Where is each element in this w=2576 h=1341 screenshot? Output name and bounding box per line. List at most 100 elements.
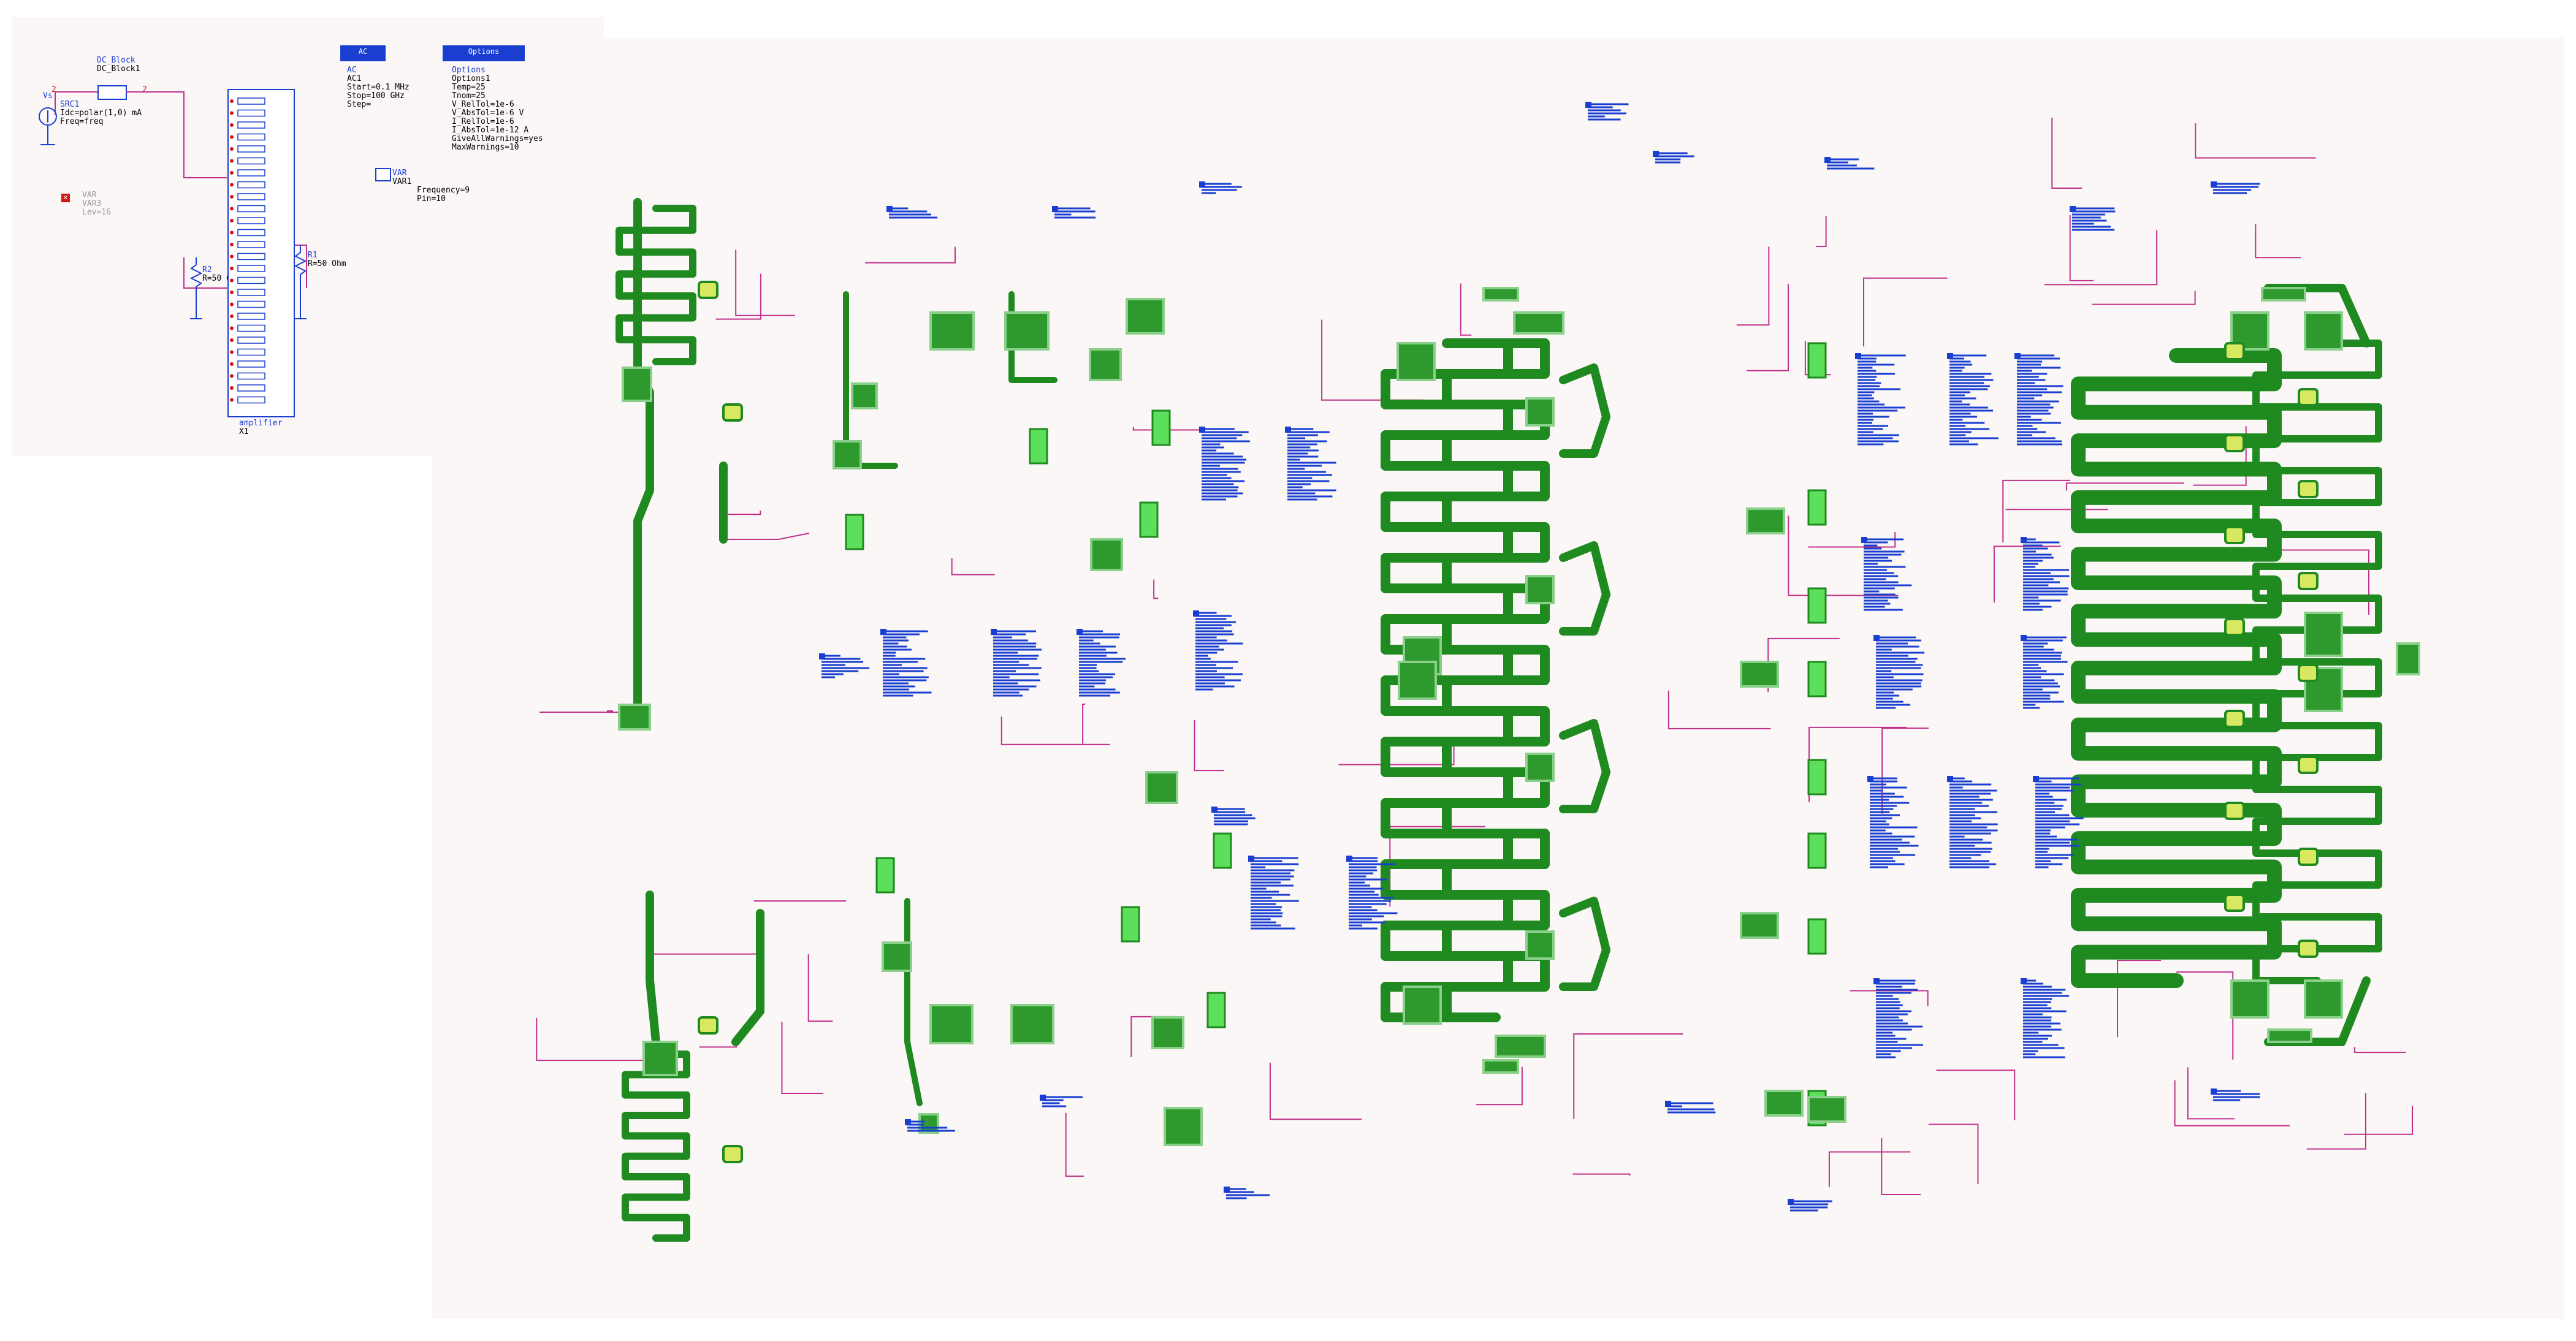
options-line-4: I_RelTol=1e-6 (452, 117, 514, 126)
microstrip-line (731, 909, 764, 1046)
subckt-inst: X1 (239, 427, 249, 436)
r1-value: R=50 Ohm (308, 259, 346, 268)
amplifier-cell (1807, 489, 1827, 526)
capacitor-block (1090, 538, 1123, 571)
wire (1881, 1138, 1921, 1196)
subckt-pin-dot (230, 326, 234, 330)
ac-step: Step= (347, 100, 372, 109)
capacitor-block (1397, 342, 1436, 381)
wire (2354, 1046, 2406, 1054)
microstrip-line (1559, 719, 1610, 813)
wire (1573, 1033, 1683, 1119)
src-freq: Freq=freq (60, 117, 104, 126)
wire (1736, 246, 1770, 326)
subckt-name: amplifier (239, 419, 283, 428)
capacitor-block (622, 367, 652, 402)
r2-symbol (189, 257, 203, 319)
subckt-pin-dot (230, 267, 234, 270)
capacitor-block (2261, 287, 2306, 302)
subckt-pin (237, 289, 265, 296)
wire (1828, 1151, 1911, 1187)
wire (699, 1045, 737, 1048)
var1-name: VAR1 (392, 177, 412, 186)
wire (1862, 277, 1948, 347)
wire (1132, 427, 1203, 431)
ac-title-icon-label: AC (358, 47, 368, 56)
pad-small (2298, 388, 2319, 406)
label-anchor (1867, 776, 1873, 782)
pad-small (2224, 342, 2245, 360)
capacitor-block (1495, 1035, 1546, 1058)
subckt-pin-dot (230, 111, 234, 115)
label-anchor (991, 629, 997, 635)
capacitor-block (2304, 311, 2343, 351)
subckt-pin-dot (230, 147, 234, 151)
capacitor-block (882, 941, 912, 972)
label-anchor (1585, 102, 1591, 108)
options-controller-icon[interactable]: Options (443, 45, 525, 61)
label-anchor (886, 206, 893, 212)
capacitor-block (1482, 287, 1519, 302)
wire (2253, 549, 2370, 615)
capacitor-block (1482, 1059, 1519, 1074)
wire (1476, 1066, 1523, 1106)
microstrip-meander (615, 205, 696, 365)
microstrip-line (1559, 363, 1610, 458)
options-line-3: V_AbsTol=1e-6 V (452, 108, 524, 118)
subckt-pin (237, 324, 265, 332)
subckt-pin (237, 229, 265, 237)
microstrip-meander (1442, 338, 1550, 1022)
src1-symbol (39, 107, 57, 145)
subckt-pin-dot (230, 183, 234, 187)
var1-icon[interactable] (375, 168, 391, 181)
subckt-pin (237, 121, 265, 129)
wire (1788, 515, 1899, 596)
subckt-pin (237, 348, 265, 356)
amplifier-cell (1029, 428, 1048, 465)
amplifier-cell (845, 514, 864, 550)
microstrip-line (904, 898, 923, 1106)
label-anchor (1224, 1187, 1230, 1193)
label-anchor (2021, 978, 2027, 984)
pad-small (2298, 572, 2319, 590)
wire (2051, 117, 2082, 189)
microstrip-lines (615, 198, 2382, 1242)
subckt-pin-dot (230, 207, 234, 211)
wire (1881, 727, 1929, 814)
port-label-2: 2 (51, 85, 56, 94)
amplifier-cell (1807, 832, 1827, 869)
label-anchor (1947, 776, 1953, 782)
capacitor-block (1807, 1096, 1846, 1123)
label-anchor (1873, 635, 1880, 641)
pad-small (2224, 526, 2245, 544)
var3-lev: Lev=16 (82, 208, 111, 217)
wire (2117, 960, 2162, 1038)
amplifier-cell (1807, 918, 1827, 955)
src-name: SRC1 (60, 100, 80, 109)
microstrip-line (646, 891, 660, 1046)
options-line-1: Tnom=25 (452, 91, 486, 101)
wire (781, 1022, 823, 1095)
label-anchor (905, 1119, 911, 1125)
microstrip-meander (2071, 348, 2282, 988)
wire (2187, 1067, 2235, 1120)
capacitor-block (929, 311, 975, 351)
var-icon[interactable]: ✕ (61, 194, 70, 202)
ac-controller-icon[interactable]: AC (340, 45, 386, 61)
pad-small (2298, 664, 2319, 682)
capacitor-block (1746, 507, 1785, 534)
capacitor-block (918, 1113, 939, 1134)
pad-small (2298, 480, 2319, 498)
subckt-pin-dot (230, 243, 234, 246)
label-anchor (1040, 1095, 1046, 1101)
pad-small (2224, 434, 2245, 452)
wire (1460, 283, 1472, 336)
schematic-wires (536, 117, 2414, 1196)
subckt-pin (237, 300, 265, 308)
var1-title: VAR (392, 169, 407, 178)
amplifier-cell (1807, 587, 1827, 624)
label-anchor (2033, 776, 2039, 782)
label-anchor (2021, 635, 2027, 641)
wire (2069, 215, 2094, 281)
ac-stop: Stop=100 GHz (347, 91, 405, 101)
